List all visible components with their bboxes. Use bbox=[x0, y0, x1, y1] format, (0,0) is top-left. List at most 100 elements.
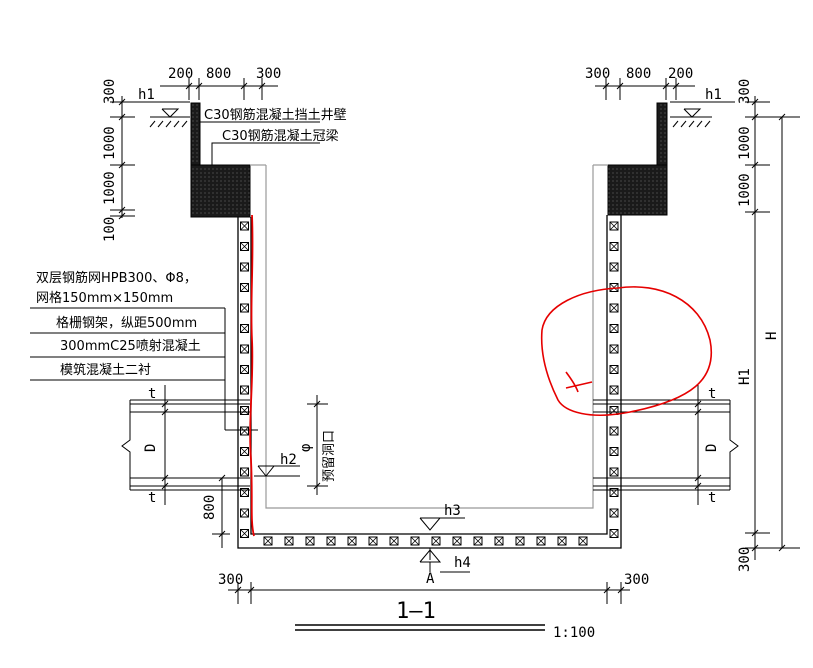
steel-frame-right bbox=[609, 242, 619, 251]
steel-frame-right bbox=[609, 221, 619, 231]
legend-line-4: 300mmC25喷射混凝土 bbox=[60, 338, 201, 354]
steel-frame-bottom bbox=[410, 536, 420, 546]
point-A-label: A bbox=[426, 571, 435, 587]
dim-v300-left: 300 bbox=[102, 79, 118, 104]
left-tunnel-opening bbox=[121, 385, 250, 548]
dim-v1000a-left: 1000 bbox=[102, 126, 118, 160]
steel-frame-bottom bbox=[284, 536, 294, 546]
dim-800-right: 800 bbox=[626, 66, 651, 82]
steel-frame-bottom bbox=[263, 536, 273, 546]
legend-line-1: 双层钢筋网HPB300、Φ8， bbox=[36, 270, 197, 286]
steel-frame-bottom bbox=[494, 536, 504, 546]
legend-line-3: 格栅钢架，纵距500mm bbox=[56, 315, 197, 331]
ground-symbol-right bbox=[670, 101, 735, 128]
left-retaining-wall bbox=[190, 102, 251, 218]
steel-frame-right bbox=[609, 385, 619, 395]
dim-bottom-300-left: 300 bbox=[218, 572, 243, 588]
h1-left-label: h1 bbox=[138, 87, 155, 103]
dim-v100-left: 100 bbox=[102, 217, 118, 242]
steel-frame-left bbox=[240, 529, 249, 538]
grid-steel-frames bbox=[240, 221, 619, 546]
dim-200-right: 200 bbox=[668, 66, 693, 82]
top-left-dimension bbox=[160, 78, 278, 100]
steel-frame-right bbox=[609, 508, 619, 518]
h4-label: h4 bbox=[454, 555, 471, 571]
t-left-top: t bbox=[148, 386, 156, 402]
left-vertical-dimension bbox=[110, 96, 135, 220]
scale-label: 1:100 bbox=[553, 625, 595, 641]
dim-300-left: 300 bbox=[256, 66, 281, 82]
steel-frame-right bbox=[609, 324, 619, 333]
h3-label: h3 bbox=[444, 503, 461, 519]
t-right-bottom: t bbox=[708, 490, 716, 506]
steel-frame-right bbox=[609, 426, 619, 436]
steel-frame-bottom bbox=[431, 536, 441, 546]
reserved-opening-label: 预留洞口 bbox=[322, 430, 337, 482]
steel-frame-left bbox=[240, 426, 249, 436]
steel-frame-bottom bbox=[389, 536, 399, 546]
steel-frame-bottom bbox=[452, 536, 462, 546]
dim-bottom-300-right: 300 bbox=[624, 572, 649, 588]
dim-800-left: 800 bbox=[206, 66, 231, 82]
dim-H: H bbox=[764, 332, 780, 340]
h3-h4-marker bbox=[419, 517, 470, 573]
dim-200-left: 200 bbox=[168, 66, 193, 82]
legend-line-2: 网格150mm×150mm bbox=[36, 290, 173, 306]
red-annotation-line bbox=[249, 214, 255, 537]
steel-frame-bottom bbox=[515, 536, 525, 546]
shotcrete-lining bbox=[237, 215, 622, 549]
steel-frame-right bbox=[609, 529, 619, 538]
D-right: D bbox=[704, 444, 720, 452]
steel-frame-left bbox=[240, 262, 249, 272]
steel-frame-left bbox=[240, 467, 249, 477]
steel-frame-right bbox=[609, 344, 619, 354]
wall-label-leaders bbox=[200, 121, 320, 165]
steel-frame-left bbox=[240, 447, 249, 456]
steel-frame-left bbox=[240, 344, 249, 354]
steel-frame-left bbox=[240, 508, 249, 518]
bottom-dimension bbox=[228, 582, 630, 604]
phi-label: φ bbox=[298, 444, 314, 452]
h2-marker bbox=[254, 465, 300, 477]
red-annotation-tick bbox=[565, 371, 593, 393]
wall-label: C30钢筋混凝土挡土井壁 bbox=[204, 107, 347, 123]
section-title: 1—1 bbox=[396, 599, 436, 624]
h1-right-label: h1 bbox=[705, 87, 722, 103]
steel-frame-right bbox=[609, 447, 619, 456]
steel-frame-right bbox=[609, 406, 619, 415]
steel-frame-left bbox=[240, 406, 249, 415]
steel-frame-right bbox=[609, 303, 619, 313]
steel-frame-left bbox=[240, 324, 249, 333]
steel-frame-bottom bbox=[347, 536, 357, 546]
D-left: D bbox=[143, 444, 159, 452]
steel-frame-right bbox=[609, 467, 619, 477]
dim-v300b-right: 300 bbox=[737, 547, 753, 572]
steel-frame-bottom bbox=[326, 536, 336, 546]
steel-frame-bottom bbox=[557, 536, 567, 546]
steel-frame-left bbox=[240, 365, 249, 374]
steel-frame-bottom bbox=[578, 536, 588, 546]
inner-lining bbox=[250, 164, 608, 509]
beam-label: C30钢筋混凝土冠梁 bbox=[222, 128, 339, 144]
steel-frame-left bbox=[240, 303, 249, 313]
steel-frame-bottom bbox=[305, 536, 315, 546]
right-vertical-dimension bbox=[745, 96, 800, 560]
top-right-dimension bbox=[595, 78, 695, 100]
steel-frame-bottom bbox=[368, 536, 378, 546]
legend-line-5: 模筑混凝土二衬 bbox=[60, 362, 151, 378]
dim-H1: H1 bbox=[737, 368, 753, 385]
steel-frame-right bbox=[609, 262, 619, 272]
t-right-top: t bbox=[708, 386, 716, 402]
h2-label: h2 bbox=[280, 452, 297, 468]
dim-300-right: 300 bbox=[585, 66, 610, 82]
steel-frame-left bbox=[240, 385, 249, 395]
title-underline bbox=[295, 624, 545, 631]
ground-symbol-left bbox=[130, 101, 190, 128]
right-retaining-wall bbox=[607, 102, 668, 216]
t-left-bottom: t bbox=[148, 490, 156, 506]
red-annotation-circle bbox=[540, 286, 713, 416]
steel-frame-right bbox=[609, 365, 619, 374]
dim-800-left-v: 800 bbox=[202, 495, 218, 520]
steel-frame-bottom bbox=[536, 536, 546, 546]
